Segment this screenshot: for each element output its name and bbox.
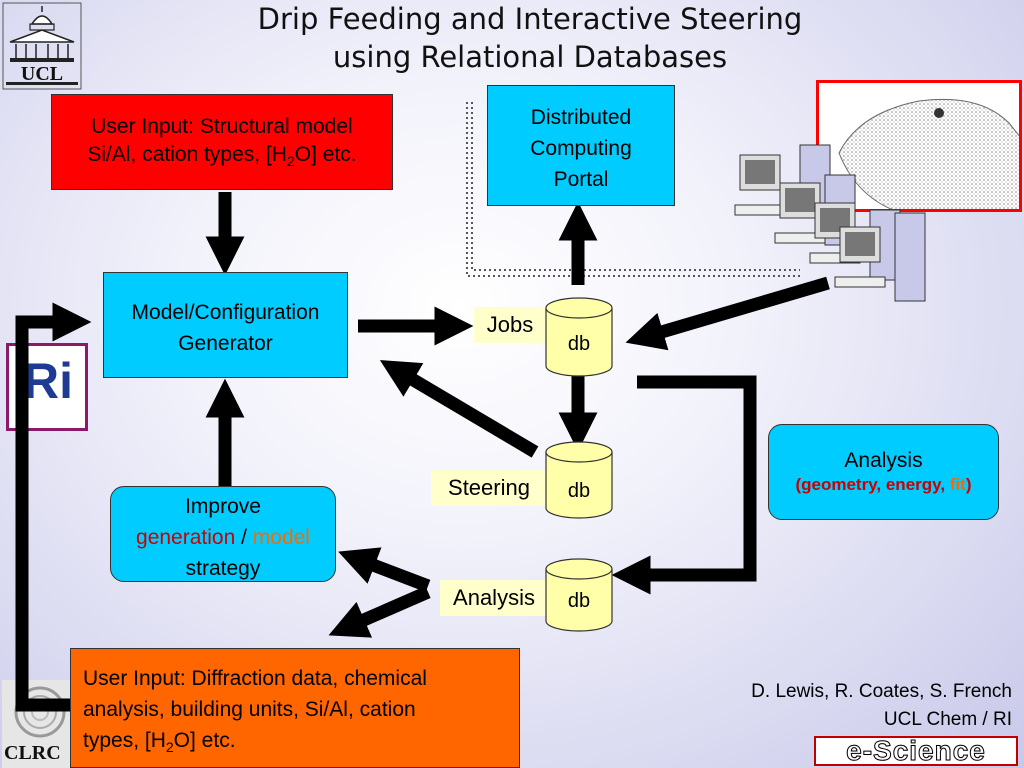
distributed-portal-box: Distributed Computing Portal [487,85,675,206]
arrow-analysis-to-improve [338,547,431,593]
arrow-diffraction-loop [15,302,92,712]
portal-line-2: Computing [530,137,632,160]
jobs-label: Jobs [474,307,546,343]
clrc-logo: CLRC [2,680,72,768]
user-input-diffraction-box: User Input: Diffraction data, chemical a… [70,648,520,768]
analysis-box-title: Analysis [844,449,923,472]
improve-generation: generation [136,526,236,549]
jobs-db-cylinder [545,297,613,377]
structural-line-2: Si/Al, cation types, [H2O] etc. [87,143,357,170]
ucl-logo-text: UCL [21,63,63,85]
analysis-box: Analysis (geometry, energy, fit) [768,424,999,520]
portal-boundary [466,102,800,277]
steering-label: Steering [431,470,547,506]
escience-logo: e-Science [814,736,1018,766]
generator-line-2: Generator [178,332,273,355]
improve-model: model [252,526,310,549]
analysis-db-cylinder [545,558,613,632]
diffraction-line-2: analysis, building units, Si/Al, cation [83,698,416,721]
diffraction-line-3: types, [H2O] etc. [83,729,236,756]
generator-line-1: Model/Configuration [131,301,320,324]
arrow-computers-to-jobs [625,276,830,351]
analysis-fit: fit [949,475,966,494]
improve-line-3: strategy [185,557,261,580]
improve-line-2: generation / model [136,526,310,549]
computer-icon-4 [834,212,926,302]
title-line-1: Drip Feeding and Interactive Steering [257,2,803,36]
analysis-geometry-energy: geometry, energy [801,475,941,494]
improve-strategy-box: Improve generation / model strategy [110,486,336,582]
credits-affiliation: UCL Chem / RI [883,709,1012,730]
title-line-2: using Relational Databases [332,40,728,74]
jobs-db-text: db [567,333,591,355]
clrc-logo-text: CLRC [4,742,61,764]
diffraction-line-1: User Input: Diffraction data, chemical [83,667,427,690]
portal-line-1: Distributed [530,106,632,129]
structural-line-1: User Input: Structural model [91,115,353,138]
credits: D. Lewis, R. Coates, S. French UCL Chem … [751,678,1012,734]
steering-db-cylinder [545,441,613,519]
improve-line-1: Improve [185,495,261,518]
ri-logo-text: Ri [23,353,73,409]
credits-authors: D. Lewis, R. Coates, S. French [751,681,1012,702]
steering-db-text: db [567,480,591,502]
analysis-label: Analysis [440,580,548,616]
slide-title: Drip Feeding and Interactive Steering us… [150,0,910,76]
analysis-db-text: db [567,590,591,612]
arrow-results-to-analysis-db [611,375,757,595]
arrow-steering-to-generator [379,360,539,458]
portal-line-3: Portal [553,168,609,191]
user-input-structural-box: User Input: Structural model Si/Al, cati… [51,94,393,190]
computers-cluster [734,144,926,302]
arrow-analysis-to-diffraction [328,586,431,638]
model-generator-box: Model/Configuration Generator [103,272,348,378]
ucl-logo: UCL [2,2,82,90]
analysis-box-detail: (geometry, energy, fit) [795,475,972,494]
